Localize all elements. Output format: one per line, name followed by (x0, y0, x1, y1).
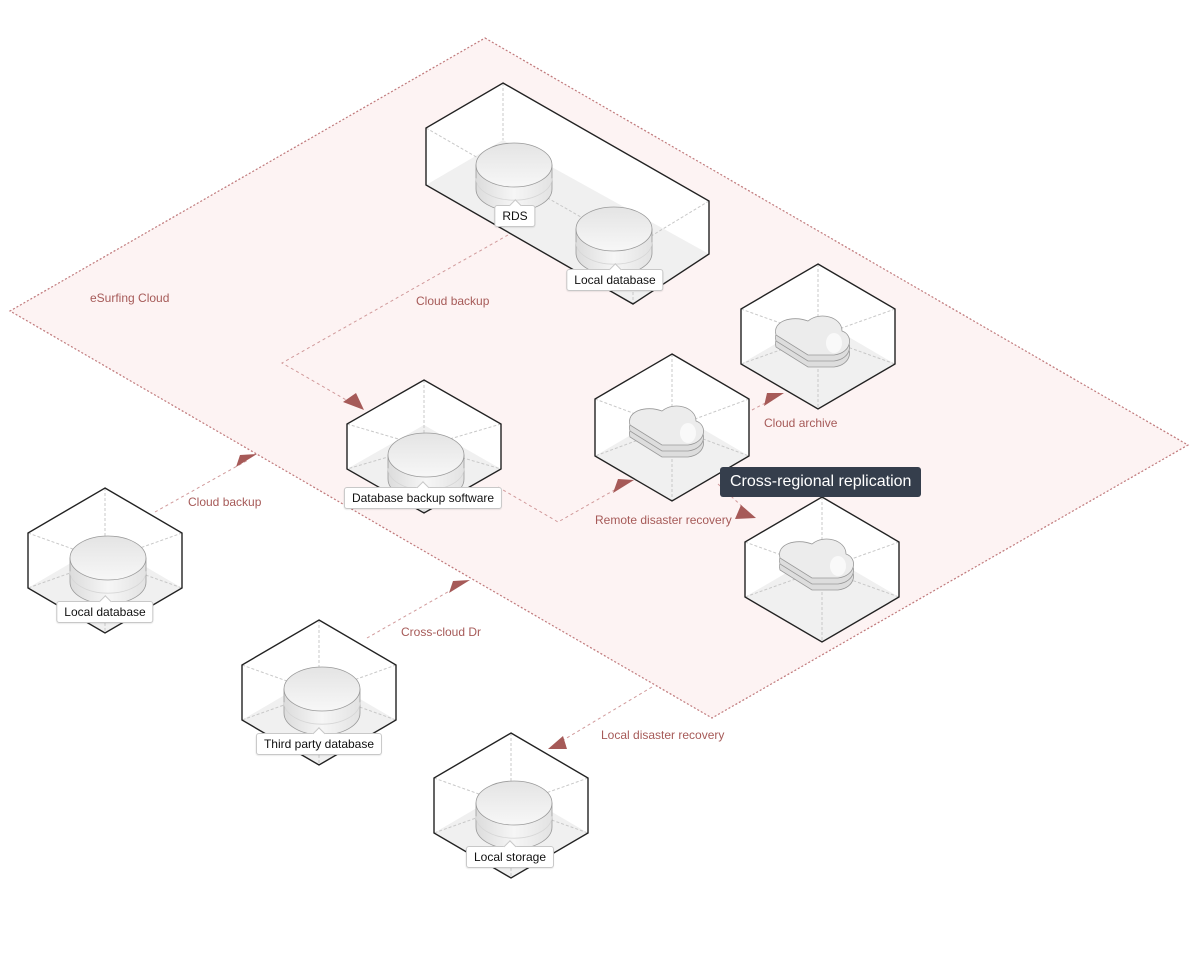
arrowhead-remote-dr (613, 479, 634, 493)
node-label-third-party-database: Third party database (255, 733, 383, 755)
arrowhead-local-dr (548, 736, 567, 749)
cloud-archive-cloud-storage-icon (775, 315, 850, 368)
cloud-local-database-icon (575, 206, 653, 276)
node-label-local-storage: Local storage (465, 846, 555, 868)
local-storage-database-icon (475, 780, 553, 850)
flow-label-cross-cloud-dr: Cross-cloud Dr (401, 625, 481, 639)
rds-database-icon (475, 142, 553, 212)
flow-label-cloud-backup-left: Cloud backup (188, 495, 262, 509)
node-label-database-backup-software: Database backup software (343, 487, 503, 509)
flow-label-cloud-backup-top: Cloud backup (416, 294, 490, 308)
node-label-rds: RDS (494, 205, 536, 227)
third-party-database-icon (283, 666, 361, 736)
local-database-icon (69, 535, 147, 605)
node-label-local-database: Local database (56, 601, 154, 623)
flow-label-local-dr: Local disaster recovery (601, 728, 724, 742)
flow-label-remote-dr: Remote disaster recovery (595, 513, 732, 527)
flow-line-remote-dr (497, 483, 626, 523)
cross-regional-replication-tooltip: Cross-regional replication (720, 467, 922, 497)
replication-cloud-storage-icon (779, 538, 854, 591)
flow-label-cloud-archive: Cloud archive (764, 416, 838, 430)
arrowhead-cloud-backup-left (236, 454, 257, 467)
region-label: eSurfing Cloud (90, 291, 169, 305)
node-label-cloud-local-database: Local database (566, 269, 664, 291)
arrowhead-cloud-archive (764, 393, 784, 406)
arrowhead-replication (735, 505, 756, 519)
arrowhead-cross-cloud (449, 580, 470, 593)
arrowhead-cloud-backup-top (343, 393, 364, 410)
flow-line-cloud-backup-top (280, 234, 509, 406)
flow-line-cloud-archive (751, 397, 776, 411)
remote-dr-cloud-storage-icon (629, 405, 704, 458)
